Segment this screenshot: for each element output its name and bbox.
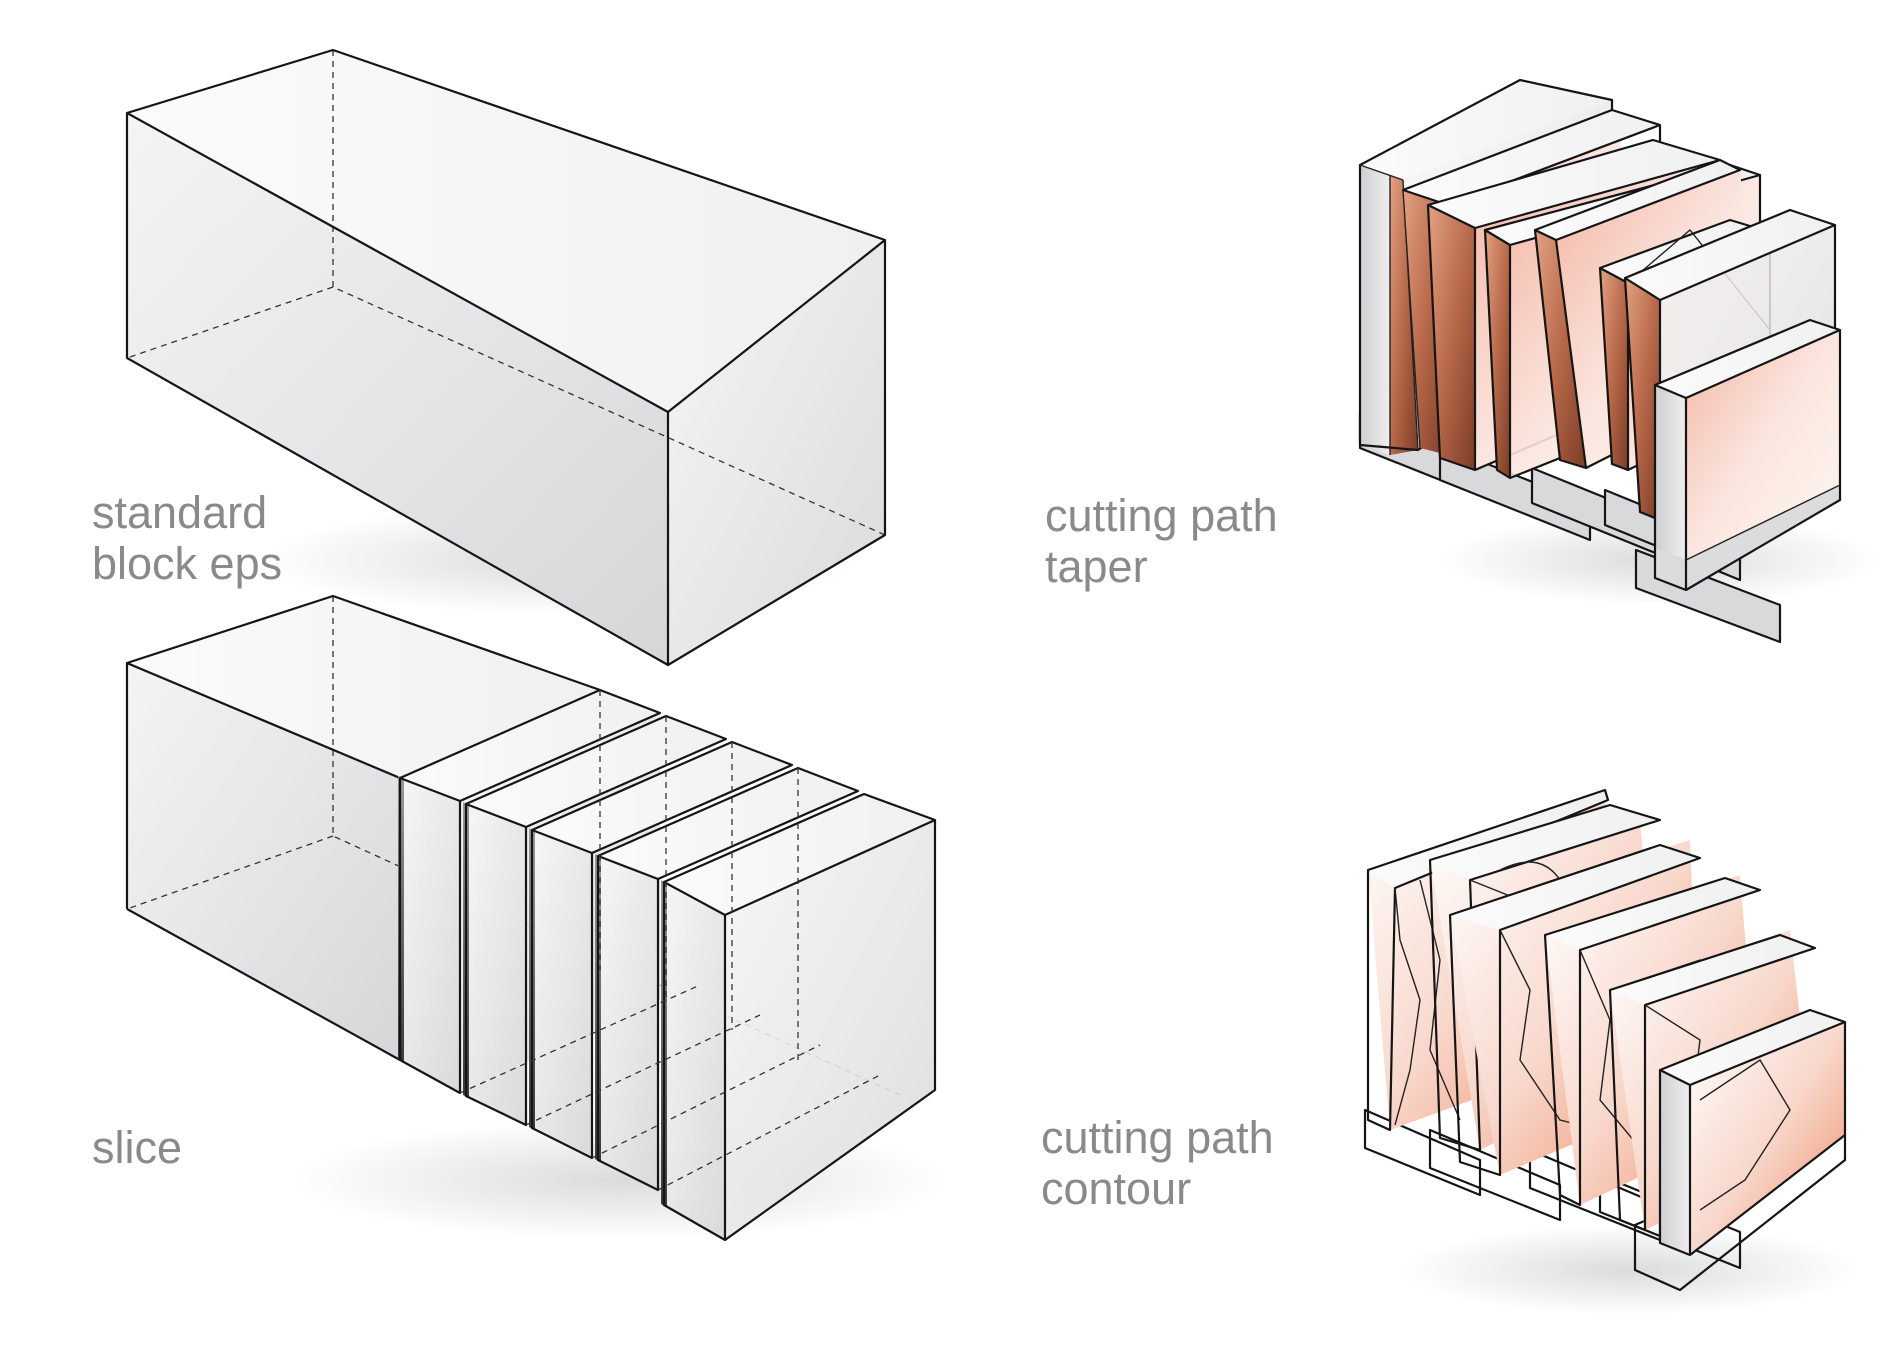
caption-line: block eps [92,538,283,589]
caption-line: cutting path [1045,490,1278,541]
slice-2 [463,714,728,1127]
caption-slice: slice [92,1122,182,1173]
block-top-face [127,50,885,412]
caption-line: slice [92,1122,183,1173]
caption-cutting-path-taper: cutting path taper [1045,490,1278,592]
caption-line: contour [1041,1163,1192,1214]
sliced-block [125,594,950,1242]
contour-cut-model [1363,788,1860,1315]
caption-line: standard [92,487,268,538]
caption-line: cutting path [1041,1112,1274,1163]
block-end-face [668,240,885,665]
caption-cutting-path-contour: cutting path contour [1041,1112,1274,1214]
block-front-face [127,113,668,665]
contour-panel-front [1658,1008,1847,1257]
taper-cut-model [1358,78,1880,644]
slice-5 [661,792,937,1242]
caption-line: taper [1045,541,1148,592]
taper-panel-front [1653,318,1842,592]
slice-4 [595,766,860,1192]
standard-block-eps [125,48,887,667]
slice-3 [529,740,794,1160]
caption-standard-block-eps: standard block eps [92,487,282,589]
